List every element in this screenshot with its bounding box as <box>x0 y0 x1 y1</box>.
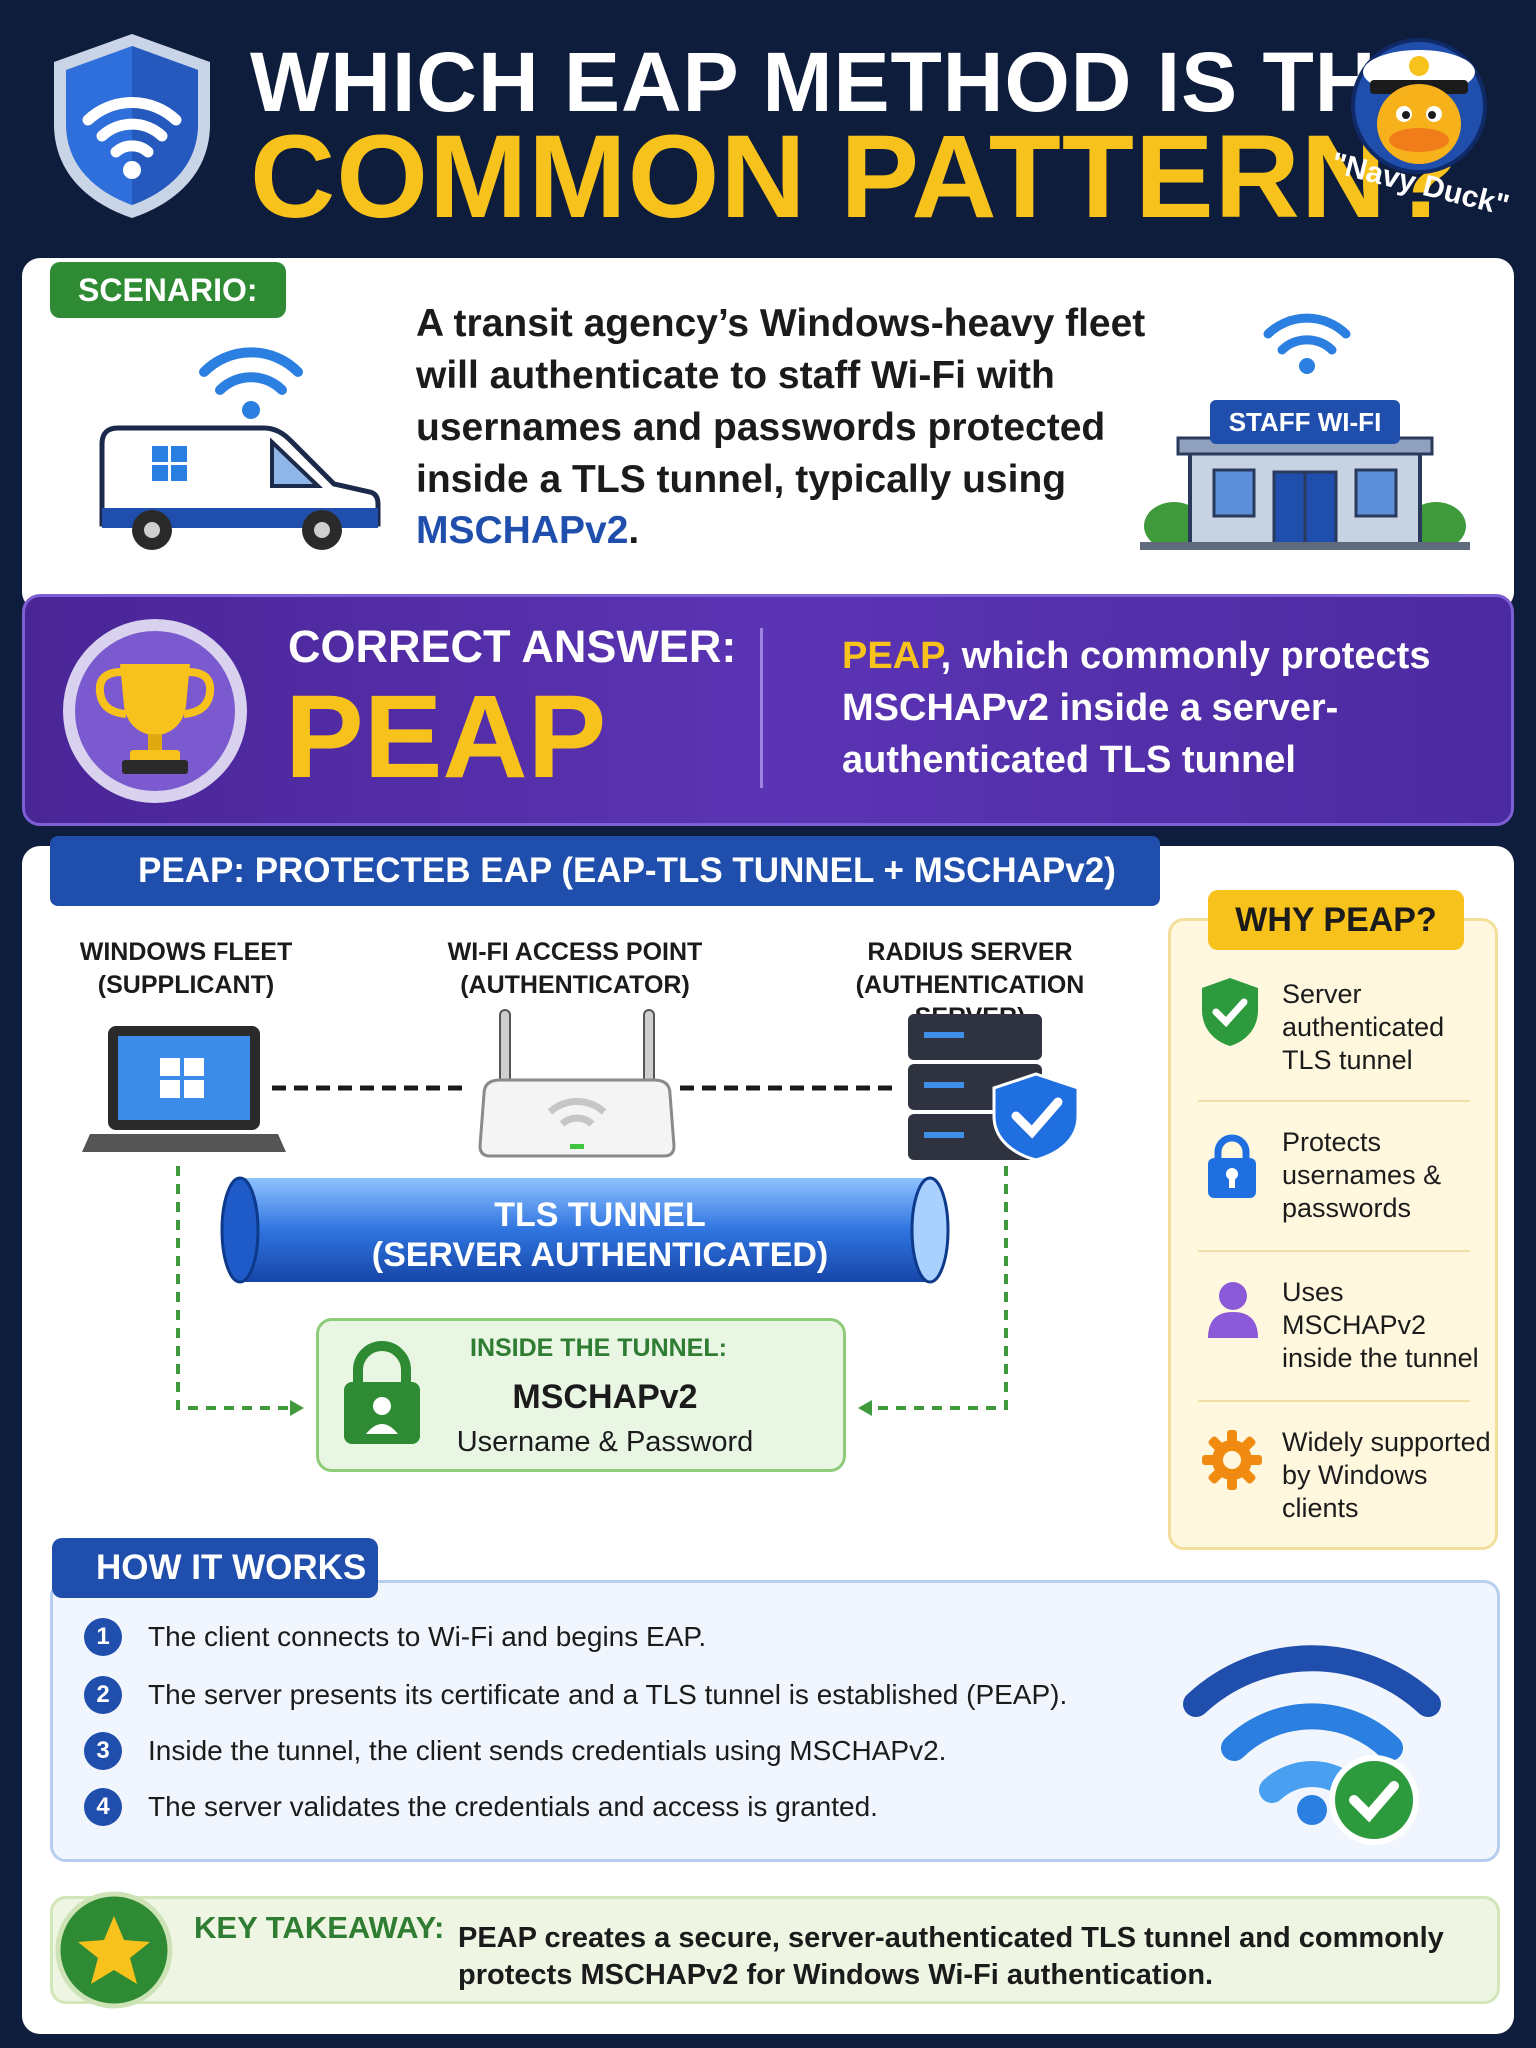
router-icon <box>478 1009 676 1158</box>
title-line-1: WHICH EAP METHOD IS THIS <box>250 35 1458 129</box>
why-item-2: Protects usernames & passwords <box>1282 1127 1442 1223</box>
scenario-highlight: MSCHAPv2 <box>416 509 629 553</box>
why-separator <box>1198 1100 1470 1102</box>
step-number: 1 <box>84 1618 122 1656</box>
navy-duck-mascot-icon <box>1351 38 1487 174</box>
why-separator <box>1198 1250 1470 1252</box>
connection-lines <box>176 1085 1008 1416</box>
wifi-shield-icon <box>54 34 210 218</box>
wifi-check-icon <box>1183 1645 1441 1845</box>
shield-check-icon <box>1202 978 1258 1046</box>
node-label-authenticator: WI-FI ACCESS POINT(AUTHENTICATOR) <box>447 938 703 999</box>
why-separator <box>1198 1400 1470 1402</box>
answer-band <box>22 594 1514 826</box>
peap-banner: PEAP: PROTECTEB EAP (EAP-TLS TUNNEL + MS… <box>50 836 1160 906</box>
inside-tunnel-label: INSIDE THE TUNNEL: <box>470 1334 727 1362</box>
step-number: 2 <box>84 1676 122 1714</box>
answer-value: PEAP <box>285 671 607 803</box>
why-item-1: Server authenticated TLS tunnel <box>1282 979 1445 1075</box>
lock-icon <box>1208 1134 1256 1198</box>
staff-wifi-sign: STAFF WI-FI <box>1210 400 1400 444</box>
title-line-2: COMMON PATTERN? <box>250 111 1461 243</box>
inside-tunnel-subtitle: Username & Password <box>456 1426 754 1458</box>
step-number: 3 <box>84 1732 122 1770</box>
scenario-tag: SCENARIO: <box>50 262 286 318</box>
key-takeaway-text: PEAP creates a secure, server-authentica… <box>458 1922 1444 1992</box>
radius-server-icon <box>908 1014 1080 1162</box>
how-it-works-title: HOW IT WORKS <box>52 1538 378 1598</box>
gear-icon <box>1202 1430 1262 1490</box>
scenario-text: A transit agency’s Windows-heavy fleet w… <box>416 302 1146 553</box>
inside-tunnel-title: MSCHAPv2 <box>512 1378 698 1416</box>
key-takeaway-label: KEY TAKEAWAY: <box>194 1910 445 1945</box>
why-item-4: Widely supported by Windows clients <box>1282 1427 1491 1523</box>
lock-user-icon <box>344 1341 420 1444</box>
step-number: 4 <box>84 1788 122 1826</box>
tls-tunnel-label: TLS TUNNEL(SERVER AUTHENTICATED) <box>371 1196 829 1275</box>
answer-label: CORRECT ANSWER: <box>288 621 737 672</box>
why-peap-title: WHY PEAP? <box>1208 890 1464 950</box>
star-icon <box>55 1891 173 2009</box>
laptop-icon <box>82 1026 286 1152</box>
fleet-van-icon <box>99 425 381 550</box>
office-building-icon <box>1140 436 1470 550</box>
trophy-icon <box>63 619 247 803</box>
key-takeaway-box <box>50 1896 1500 2004</box>
wifi-signal-icon <box>199 347 303 419</box>
user-icon <box>1208 1282 1258 1338</box>
tls-tunnel-graphic <box>220 1176 950 1284</box>
answer-description: PEAP, which commonly protects MSCHAPv2 i… <box>842 635 1431 782</box>
node-label-supplicant: WINDOWS FLEET(SUPPLICANT) <box>79 938 293 999</box>
answer-divider <box>760 628 763 788</box>
why-item-3: Uses MSCHAPv2 inside the tunnel <box>1282 1277 1479 1373</box>
building-wifi-icon <box>1263 313 1351 374</box>
